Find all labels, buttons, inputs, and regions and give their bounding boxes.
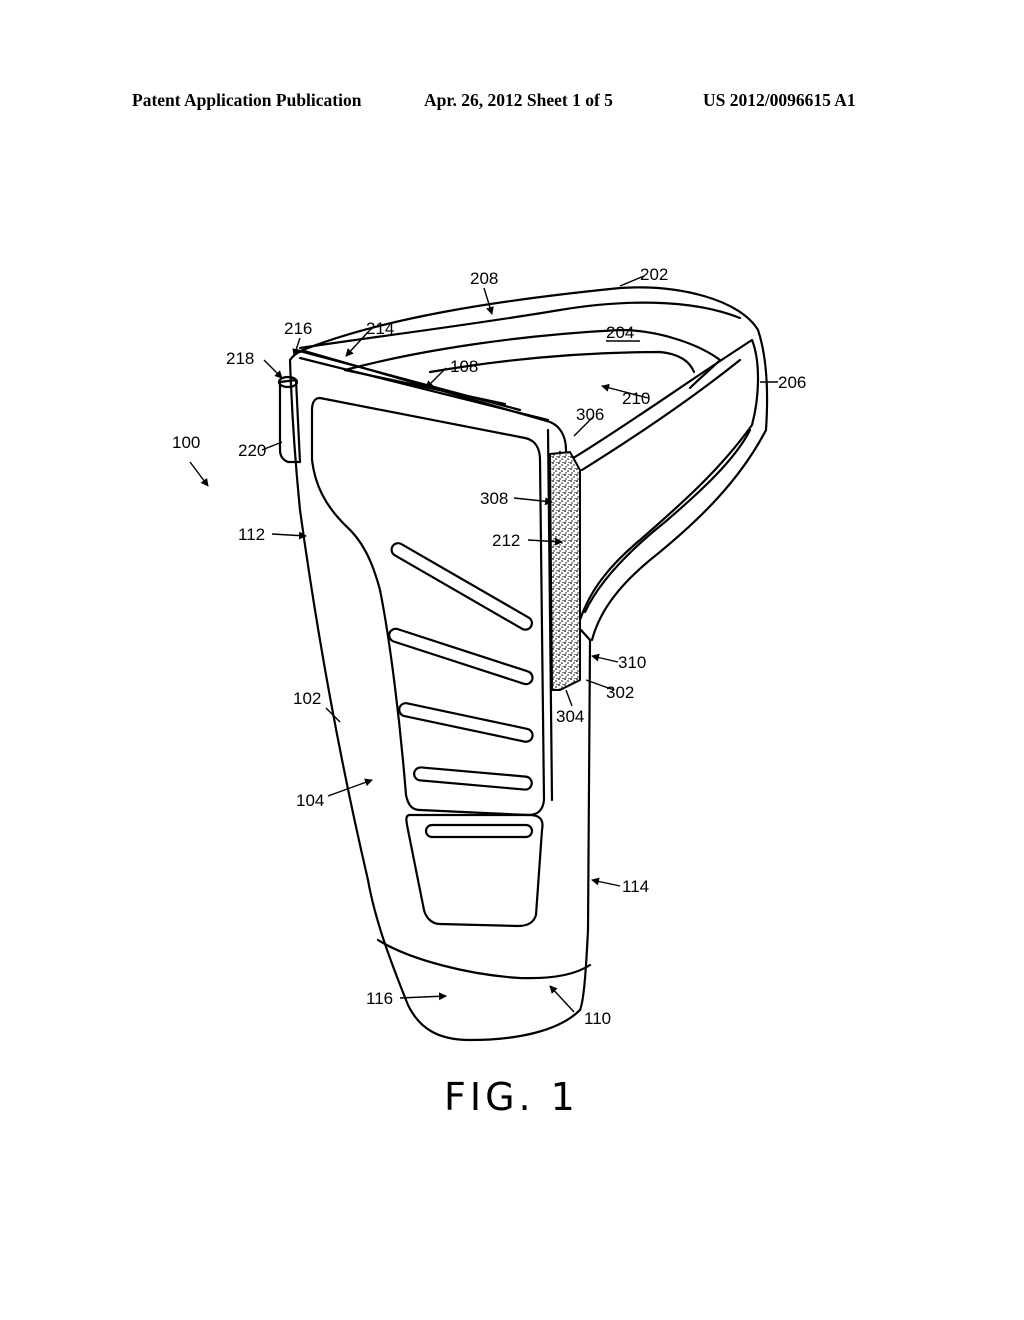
vent-2	[388, 627, 534, 686]
label-308: 308	[480, 489, 508, 508]
stippled-pad	[548, 450, 581, 691]
figure-caption: FIG. 1	[444, 1075, 579, 1119]
label-208: 208	[470, 269, 498, 288]
label-204: 204	[606, 323, 634, 342]
leader-202	[619, 275, 645, 287]
shell-outline	[288, 350, 592, 1042]
leader-104	[327, 778, 373, 797]
leader-108	[425, 367, 447, 389]
leader-302	[585, 679, 615, 691]
label-104: 104	[296, 791, 324, 810]
label-212: 212	[492, 531, 520, 550]
leader-212	[527, 537, 563, 546]
leader-112	[271, 531, 307, 540]
leader-220	[261, 441, 283, 451]
label-310: 310	[618, 653, 646, 672]
leader-218	[263, 359, 283, 379]
strap-inner-lip	[428, 350, 696, 374]
page-header: Patent Application Publication Apr. 26, …	[0, 88, 1024, 118]
label-302: 302	[606, 683, 634, 702]
leader-110	[549, 985, 575, 1013]
leader-114	[591, 877, 621, 887]
leader-208	[483, 287, 494, 315]
label-100: 100	[172, 433, 200, 452]
label-202: 202	[640, 265, 668, 284]
strap-front-fold	[568, 338, 760, 622]
leader-102	[325, 707, 341, 723]
label-214: 214	[366, 319, 394, 338]
leader-308	[513, 497, 553, 506]
leader-116	[399, 992, 447, 1001]
label-112: 112	[238, 525, 265, 544]
leader-210	[601, 383, 649, 399]
publication-date-sheet: Apr. 26, 2012 Sheet 1 of 5	[424, 90, 613, 110]
strap-top-band	[298, 301, 742, 350]
leader-310	[591, 653, 619, 663]
vent-5	[424, 823, 534, 839]
inner-panel	[310, 396, 546, 817]
label-102: 102	[293, 689, 321, 708]
label-220: 220	[238, 441, 266, 460]
hinge-cap	[277, 375, 299, 389]
strap-fold-inner	[580, 358, 752, 614]
label-110: 110	[584, 1009, 611, 1028]
label-116: 116	[366, 989, 393, 1008]
vent-4	[413, 766, 533, 791]
label-306: 306	[576, 405, 604, 424]
leader-306	[573, 415, 595, 437]
leader-304	[565, 689, 573, 707]
label-218: 218	[226, 349, 254, 368]
vent-1	[390, 542, 534, 631]
leader-214	[345, 331, 369, 357]
shell-lip-line	[343, 368, 507, 406]
strap-outer-edge	[296, 286, 769, 642]
label-216: 216	[284, 319, 312, 338]
label-108: 108	[450, 357, 478, 376]
hinge-post	[278, 378, 302, 464]
lower-panel	[405, 813, 544, 928]
label-206: 206	[778, 373, 806, 392]
leader-100	[189, 461, 209, 487]
publication-number: US 2012/0096615 A1	[703, 90, 856, 110]
label-210: 210	[622, 389, 650, 408]
vent-3	[398, 702, 534, 743]
publication-type: Patent Application Publication	[132, 90, 362, 110]
bottom-band-top	[376, 938, 592, 980]
label-114: 114	[622, 877, 649, 896]
label-304: 304	[556, 707, 584, 726]
leader-216	[292, 337, 301, 357]
